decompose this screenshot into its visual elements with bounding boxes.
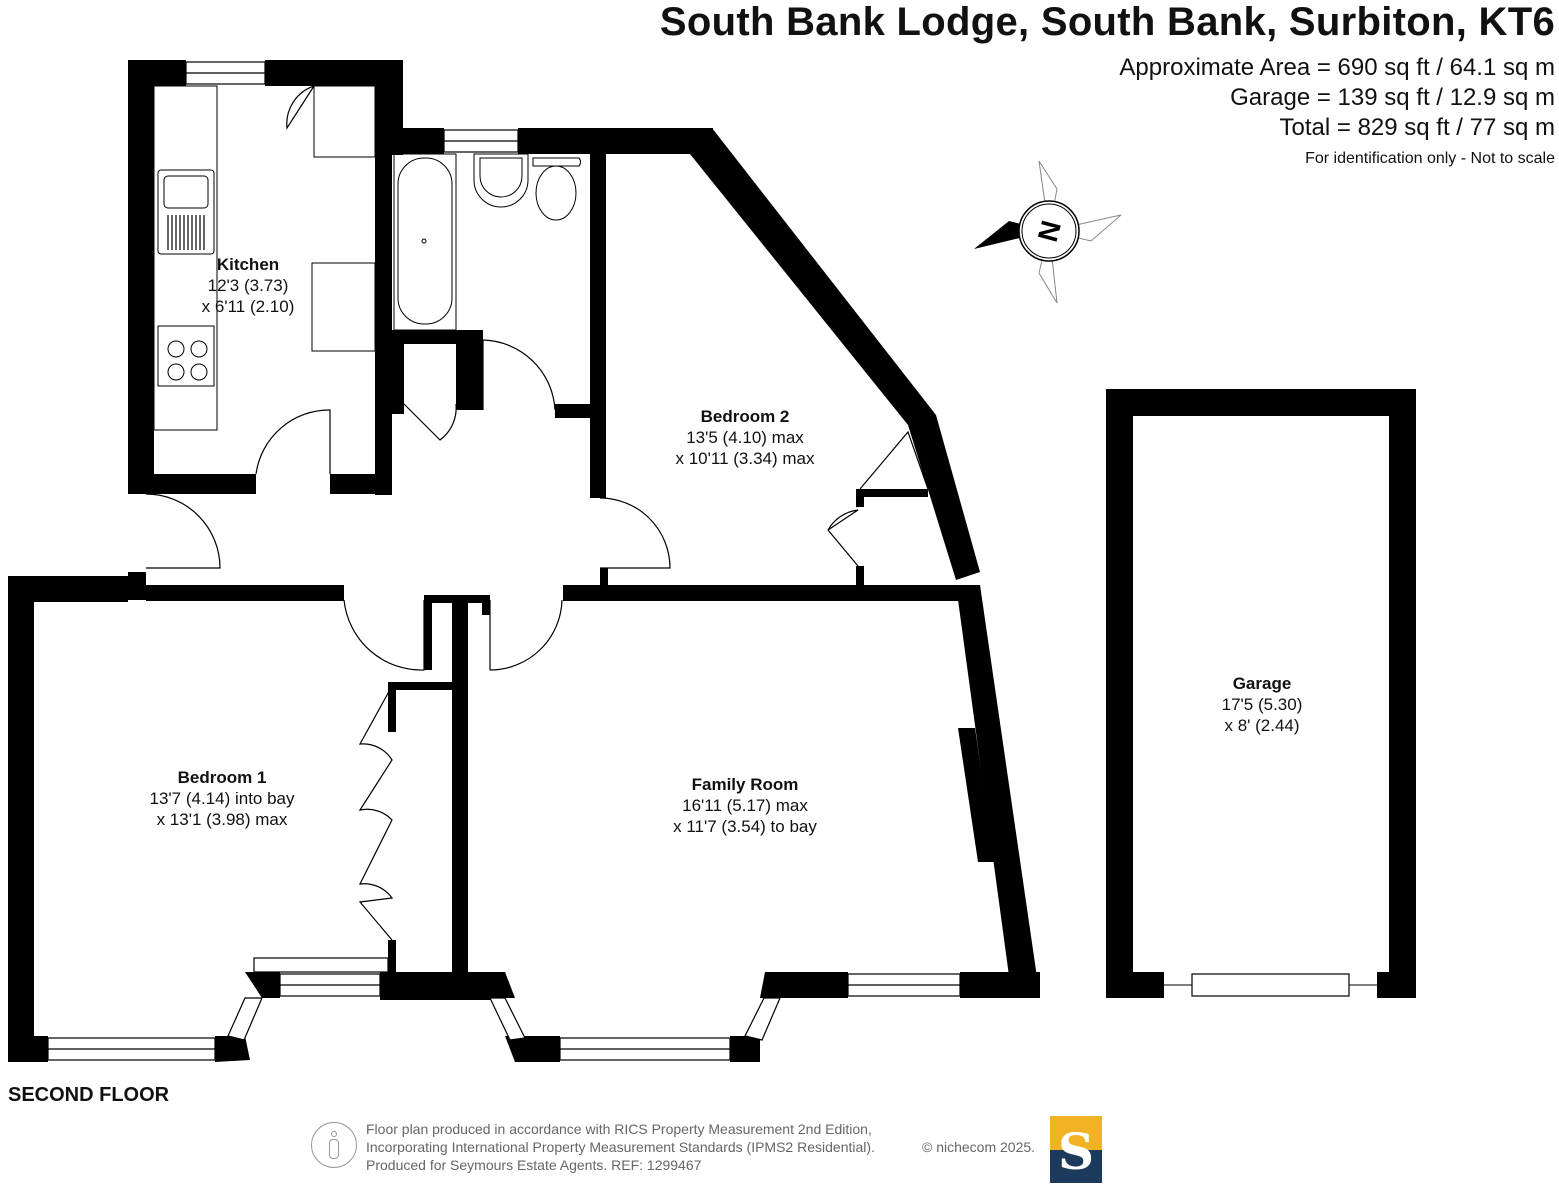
family-room-right-wall (956, 585, 1040, 998)
approx-area: Approximate Area = 690 sq ft / 64.1 sq m (1119, 54, 1555, 81)
room-name: Bedroom 1 (177, 768, 267, 787)
room-kitchen: Kitchen 12'3 (3.73) x 6'11 (2.10) (202, 254, 295, 317)
kitchen-counter (153, 85, 218, 431)
kitchen-unit-mid (311, 262, 376, 352)
room-dim-1: 12'3 (3.73) (207, 276, 289, 295)
room-dim-1: 13'7 (4.14) into bay (149, 789, 295, 808)
family-room-bottom-wall (730, 1036, 760, 1062)
person-icon (311, 1122, 357, 1168)
bedroom2-door (599, 497, 671, 569)
property-title: South Bank Lodge, South Bank, Surbiton, … (659, 0, 1555, 44)
logo-top (1050, 1116, 1102, 1150)
sink-icon (157, 169, 215, 255)
room-dim-2: x 10'11 (3.34) max (675, 449, 815, 468)
person-icon-body (329, 1139, 339, 1159)
toilet-icon (535, 165, 577, 221)
cupboard-door (403, 403, 457, 441)
compass-rose-icon: N (974, 160, 1122, 304)
garage-walls (1106, 389, 1416, 998)
kitchen-walls (128, 60, 403, 495)
footer-line-1: Floor plan produced in accordance with R… (366, 1121, 872, 1137)
bedroom2-cupboard-door-2 (859, 430, 929, 490)
room-name: Bedroom 2 (700, 407, 790, 426)
room-dim-1: 17'5 (5.30) (1221, 695, 1303, 714)
person-icon-head (331, 1131, 337, 1137)
hob-icon (157, 325, 215, 387)
room-name: Garage (1232, 674, 1292, 693)
bedroom1-bay (215, 1036, 250, 1062)
bedroom2-cupboard-door (827, 509, 859, 567)
footer-line-2: Incorporating International Property Mea… (366, 1139, 875, 1155)
scale-disclaimer: For identification only - Not to scale (1305, 150, 1555, 167)
room-bedroom-1: Bedroom 1 13'7 (4.14) into bay x 13'1 (3… (149, 767, 294, 830)
bedroom1-walls (8, 576, 454, 1062)
bedroom1-door (343, 599, 425, 671)
total-area: Total = 829 sq ft / 77 sq m (1279, 114, 1555, 141)
footer-notes: Floor plan produced in accordance with R… (366, 1120, 875, 1174)
garage-door (1191, 973, 1350, 997)
room-dim-2: x 6'11 (2.10) (201, 297, 295, 316)
room-bedroom-2: Bedroom 2 13'5 (4.10) max x 10'11 (3.34)… (676, 406, 815, 469)
copyright: © nichecom 2025. (922, 1139, 1036, 1155)
hall-bottom-wall-left (128, 572, 146, 600)
footer-line-3: Produced for Seymours Estate Agents. REF… (366, 1157, 702, 1173)
kitchen-unit-top (313, 85, 376, 158)
bathroom-walls (392, 128, 713, 498)
entrance-door (145, 493, 221, 569)
room-dim-1: 13'5 (4.10) max (686, 428, 804, 447)
room-dim-2: x 11'7 (3.54) to bay (673, 817, 817, 836)
logo-bottom (1050, 1150, 1102, 1183)
floor-label: SECOND FLOOR (8, 1084, 170, 1106)
room-dim-1: 16'11 (5.17) max (682, 796, 808, 815)
room-name: Kitchen (216, 255, 280, 274)
room-family-room: Family Room 16'11 (5.17) max x 11'7 (3.5… (673, 774, 817, 837)
logo-letter: S (1057, 1122, 1095, 1181)
wardrobe-doors (358, 685, 394, 941)
central-wall (452, 600, 468, 972)
bath-icon (393, 153, 457, 331)
bedroom2-cupboard-wall (858, 489, 928, 497)
room-dim-2: x 13'1 (3.98) max (156, 810, 288, 829)
kitchen-cupboard-door (286, 85, 315, 130)
family-room-door (489, 599, 563, 671)
room-name: Family Room (691, 775, 799, 794)
room-dim-2: x 8' (2.44) (1224, 716, 1300, 735)
room-garage: Garage 17'5 (5.30) x 8' (2.44) (1222, 673, 1303, 736)
kitchen-door (255, 409, 331, 475)
bathroom-door (482, 339, 556, 411)
seymours-logo: S (1050, 1116, 1102, 1183)
garage-area: Garage = 139 sq ft / 12.9 sq m (1230, 84, 1555, 111)
bedroom2-outer-wall (690, 128, 980, 580)
basin-icon (473, 153, 529, 208)
